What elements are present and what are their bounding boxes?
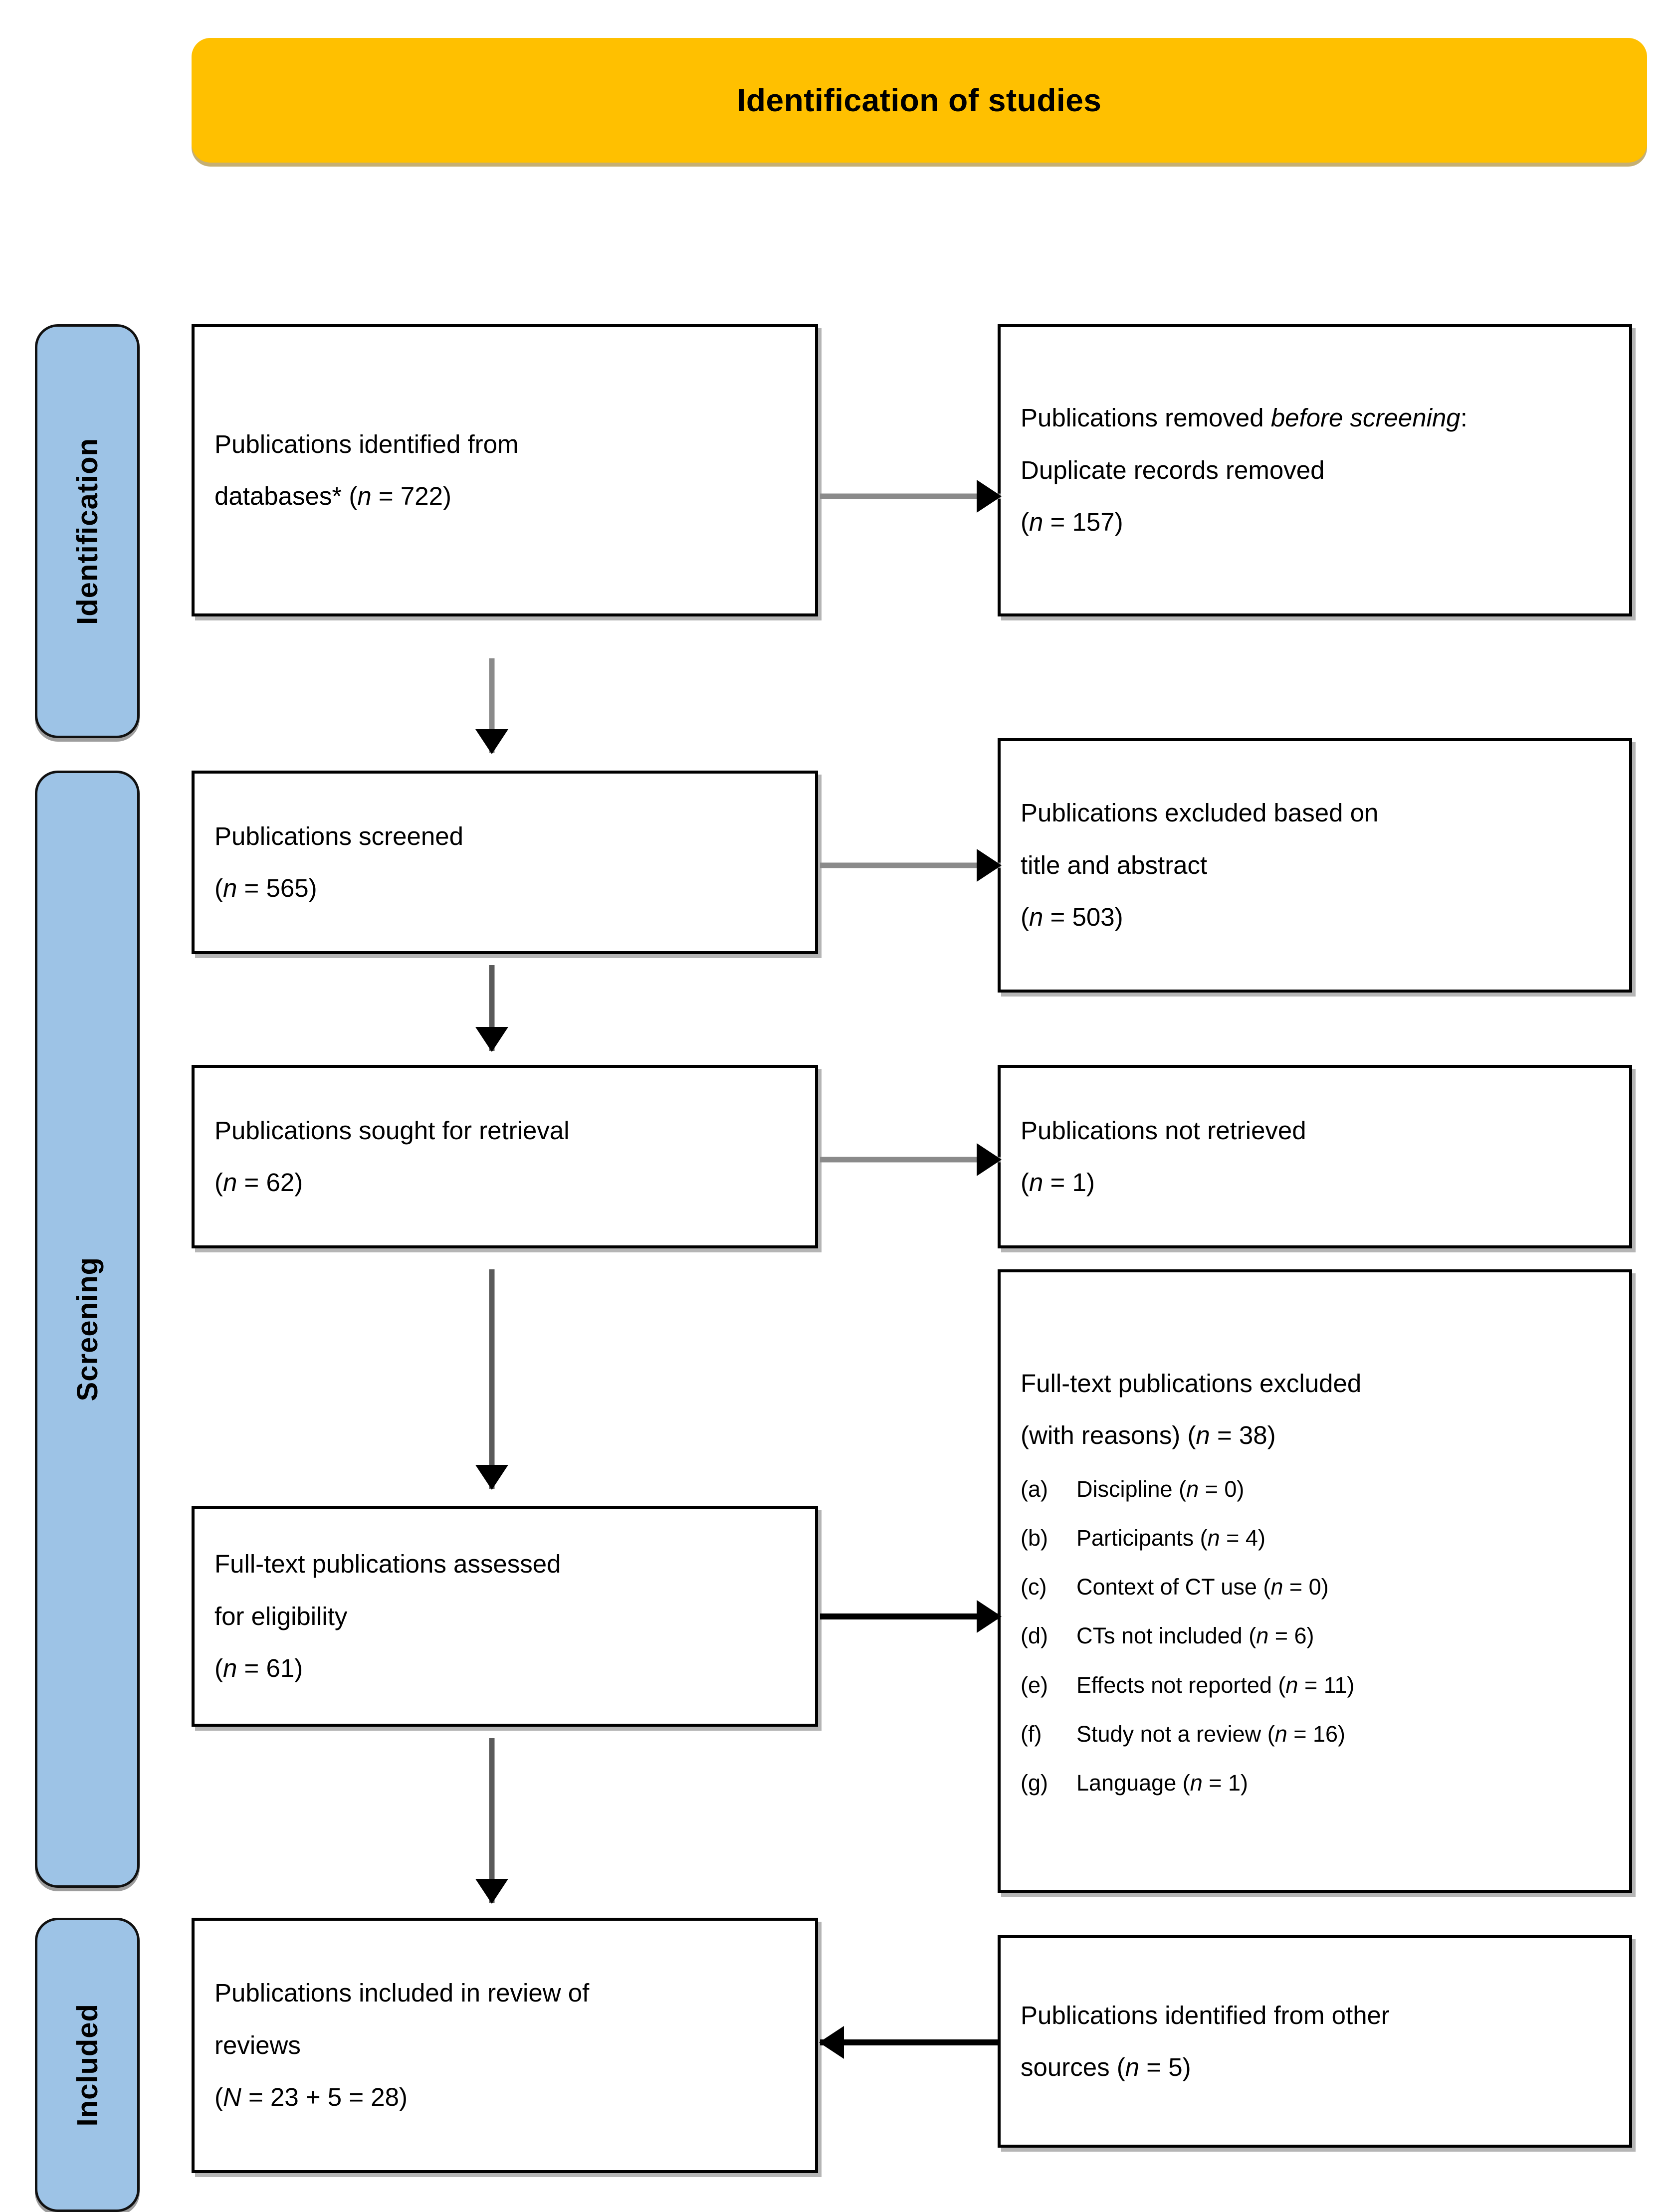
exclusion-reason-item: (f) Study not a review (n = 16): [1021, 1720, 1609, 1748]
arrow-screened-to-excluded: [820, 848, 1002, 883]
exclusion-reason-label: (f): [1021, 1721, 1042, 1747]
box-fulltext-publications-excluded: Full-text publications excluded (with re…: [998, 1269, 1632, 1893]
exclusion-reason-item: (a) Discipline (n = 0): [1021, 1475, 1609, 1503]
box-excluded-ta-line3: (n = 503): [1021, 903, 1123, 932]
exclusion-reason-item: (d) CTs not included (n = 6): [1021, 1622, 1609, 1650]
phase-label-included: Included: [35, 1918, 140, 2212]
phase-label-included-text: Included: [71, 2003, 104, 2127]
arrow-head-down-icon: [475, 1465, 508, 1490]
arrow-shaft: [820, 862, 1001, 868]
arrow-identified-to-removed: [820, 479, 1002, 514]
arrow-shaft: [820, 493, 1001, 499]
arrow-shaft: [489, 658, 495, 753]
box-publications-screened: Publications screened (n = 565): [192, 771, 818, 954]
box-identified-line2: databases* (n = 722): [214, 482, 451, 510]
box-publications-not-retrieved: Publications not retrieved (n = 1): [998, 1065, 1632, 1248]
arrow-fulltext-to-included: [475, 1738, 508, 1904]
arrow-head-down-icon: [475, 1027, 508, 1052]
box-removed-line1: Publications removed before screening:: [1021, 403, 1467, 432]
arrow-head-down-icon: [475, 1879, 508, 1904]
box-fulltext-line2: for eligibility: [214, 1602, 348, 1630]
arrow-head-right-icon: [977, 1143, 1002, 1176]
box-publications-removed-before-screening: Publications removed before screening: D…: [998, 324, 1632, 616]
exclusion-reason-label: (g): [1021, 1770, 1048, 1796]
arrow-screened-to-sought: [475, 965, 508, 1052]
exclusion-reason-label: (d): [1021, 1623, 1048, 1649]
exclusion-reason-label: (e): [1021, 1672, 1048, 1698]
arrow-shaft: [489, 1269, 495, 1489]
arrow-shaft: [489, 965, 495, 1051]
exclusion-reason-text: Language (n = 1): [1076, 1770, 1249, 1796]
exclusion-reason-text: Effects not reported (n = 11): [1076, 1672, 1355, 1698]
box-removed-line3: (n = 157): [1021, 508, 1123, 537]
box-identified-line1: Publications identified from: [214, 429, 519, 458]
box-screened-line2: (n = 565): [214, 874, 317, 902]
arrow-fulltext-to-excluded: [820, 1599, 1002, 1634]
box-fulltext-line3: (n = 61): [214, 1654, 303, 1683]
box-publications-excluded-title-abstract: Publications excluded based on title and…: [998, 738, 1632, 993]
box-included-line3: (N = 23 + 5 = 28): [214, 2083, 408, 2112]
identification-banner: Identification of studies: [192, 38, 1647, 163]
arrow-head-down-icon: [475, 729, 508, 754]
box-othersources-line1: Publications identified from other: [1021, 2001, 1390, 2029]
arrow-head-right-icon: [977, 480, 1002, 513]
exclusion-reason-text: Participants (n = 4): [1076, 1525, 1265, 1551]
exclusion-reason-text: Context of CT use (n = 0): [1076, 1574, 1329, 1600]
exclusion-reason-label: (a): [1021, 1476, 1048, 1502]
box-publications-sought-for-retrieval: Publications sought for retrieval (n = 6…: [192, 1065, 818, 1248]
box-publications-included-in-review: Publications included in review of revie…: [192, 1918, 818, 2173]
exclusion-reason-label: (b): [1021, 1525, 1048, 1551]
exclusion-reasons-list: (a) Discipline (n = 0) (b) Participants (n …: [1021, 1454, 1609, 1798]
banner-title: Identification of studies: [737, 82, 1102, 118]
arrow-sought-to-not-retrieved: [820, 1142, 1002, 1177]
box-sought-line2: (n = 62): [214, 1168, 303, 1197]
box-included-line2: reviews: [214, 2030, 301, 2059]
arrow-head-right-icon: [977, 849, 1002, 882]
phase-label-identification: Identification: [35, 324, 140, 738]
phase-label-screening: Screening: [35, 771, 140, 1888]
arrow-other-sources-to-included: [819, 2025, 1001, 2060]
arrow-shaft: [820, 1613, 1001, 1619]
exclusion-reason-text: CTs not included (n = 6): [1076, 1623, 1314, 1649]
arrow-head-right-icon: [977, 1600, 1002, 1633]
box-excluded-ft-line1: Full-text publications excluded: [1021, 1369, 1362, 1398]
exclusion-reason-label: (c): [1021, 1574, 1047, 1600]
exclusion-reason-item: (e) Effects not reported (n = 11): [1021, 1671, 1609, 1699]
box-othersources-line2: sources (n = 5): [1021, 2053, 1191, 2081]
arrow-head-left-icon: [819, 2026, 844, 2059]
phase-label-screening-text: Screening: [71, 1257, 104, 1402]
box-excluded-ft-line2: (with reasons) (n = 38): [1021, 1421, 1276, 1450]
box-excluded-ta-line1: Publications excluded based on: [1021, 799, 1379, 827]
box-excluded-ta-line2: title and abstract: [1021, 850, 1208, 879]
box-publications-identified-other-sources: Publications identified from other sourc…: [998, 1935, 1632, 2148]
box-publications-identified: Publications identified from databases* …: [192, 324, 818, 616]
box-fulltext-line1: Full-text publications assessed: [214, 1550, 561, 1579]
exclusion-reason-item: (g) Language (n = 1): [1021, 1769, 1609, 1797]
exclusion-reason-text: Discipline (n = 0): [1076, 1476, 1245, 1502]
box-included-line1: Publications included in review of: [214, 1979, 590, 2008]
arrow-identified-to-screened: [475, 658, 508, 754]
exclusion-reason-item: (b) Participants (n = 4): [1021, 1524, 1609, 1552]
arrow-shaft: [820, 2039, 1001, 2045]
arrow-shaft: [820, 1157, 1001, 1163]
box-notretrieved-line2: (n = 1): [1021, 1168, 1095, 1197]
box-sought-line1: Publications sought for retrieval: [214, 1116, 570, 1145]
box-removed-line2: Duplicate records removed: [1021, 455, 1325, 484]
box-screened-line1: Publications screened: [214, 821, 463, 850]
phase-label-identification-text: Identification: [71, 437, 104, 625]
arrow-sought-to-fulltext: [475, 1269, 508, 1490]
box-fulltext-assessed-for-eligibility: Full-text publications assessed for elig…: [192, 1506, 818, 1727]
exclusion-reason-text: Study not a review (n = 16): [1076, 1721, 1346, 1747]
exclusion-reason-item: (c) Context of CT use (n = 0): [1021, 1573, 1609, 1601]
arrow-shaft: [489, 1738, 495, 1903]
box-notretrieved-line1: Publications not retrieved: [1021, 1116, 1306, 1145]
